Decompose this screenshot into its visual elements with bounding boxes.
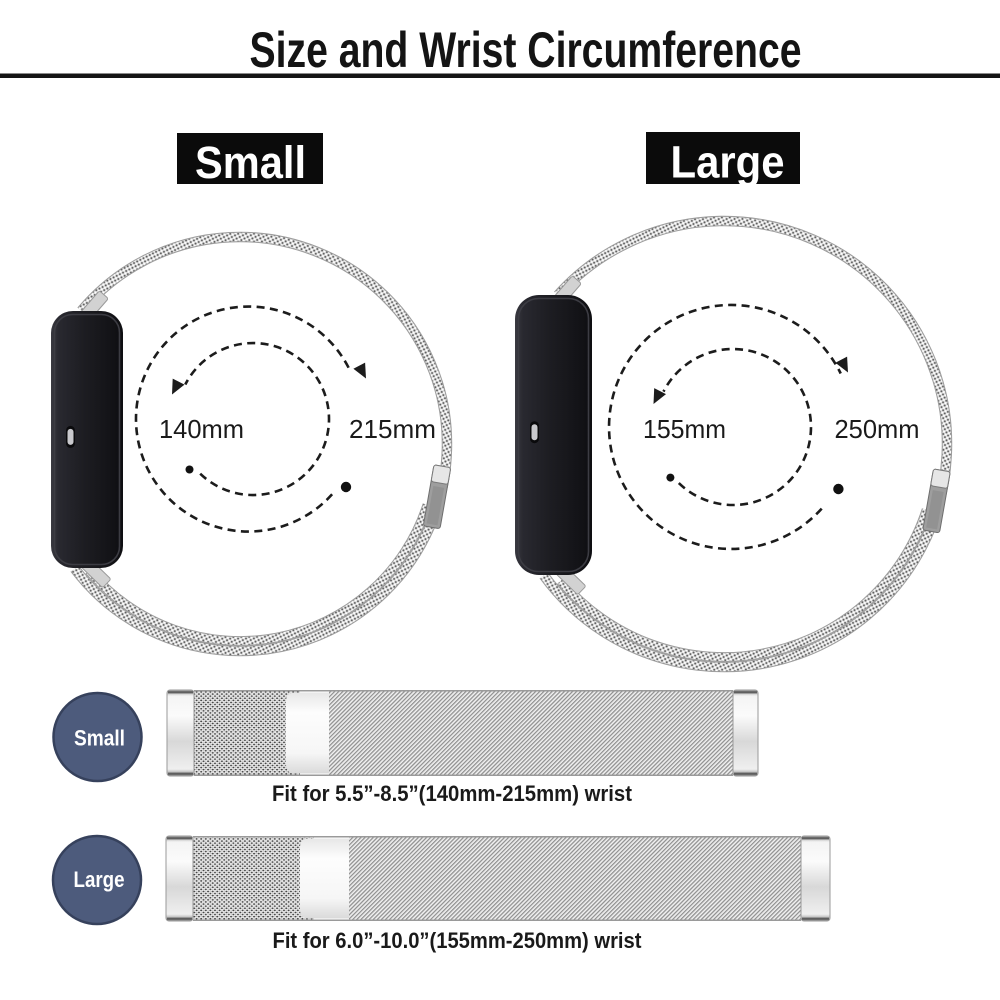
svg-text:Fit for 5.5”-8.5”(140mm-215mm): Fit for 5.5”-8.5”(140mm-215mm) wrist — [272, 781, 633, 806]
svg-text:Large: Large — [74, 867, 125, 892]
svg-text:Small: Small — [74, 726, 125, 751]
svg-text:215mm: 215mm — [349, 414, 436, 444]
svg-text:Large: Large — [671, 137, 785, 188]
svg-text:Fit for 6.0”-10.0”(155mm-250mm: Fit for 6.0”-10.0”(155mm-250mm) wrist — [273, 928, 643, 953]
svg-text:140mm: 140mm — [159, 414, 244, 444]
svg-text:250mm: 250mm — [835, 414, 920, 444]
svg-text:155mm: 155mm — [643, 414, 726, 444]
svg-text:Size and Wrist Circumference: Size and Wrist Circumference — [250, 22, 802, 78]
svg-text:Small: Small — [195, 137, 306, 188]
